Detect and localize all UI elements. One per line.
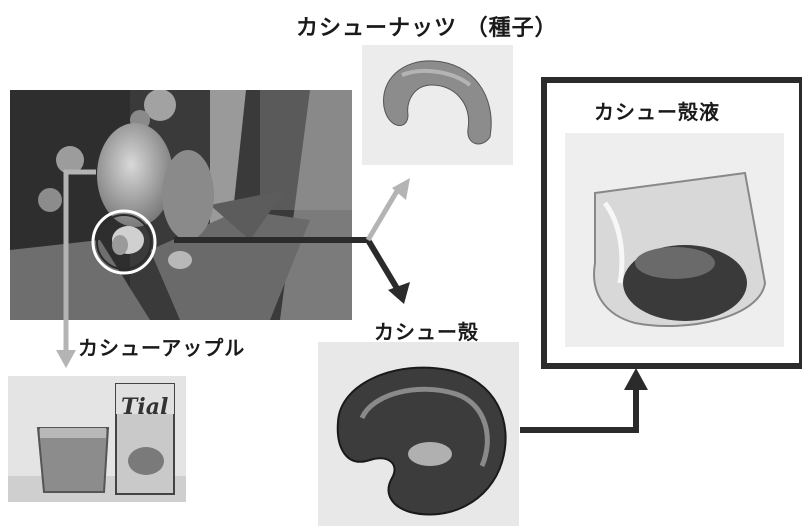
arrow-to-shell	[174, 240, 398, 290]
label-cashew-apple: カシューアップル	[78, 332, 245, 361]
arrow-to-apple	[66, 172, 96, 352]
label-shell-liquid: カシュー殻液	[594, 96, 720, 125]
label-cashew-nut: カシューナッツ （種子）	[296, 10, 558, 42]
label-cashew-shell: カシュー殻	[374, 316, 479, 345]
nut-highlight-circle	[93, 211, 155, 273]
arrow-to-nut	[368, 186, 400, 240]
arrow-to-shell-liquid	[520, 388, 636, 430]
